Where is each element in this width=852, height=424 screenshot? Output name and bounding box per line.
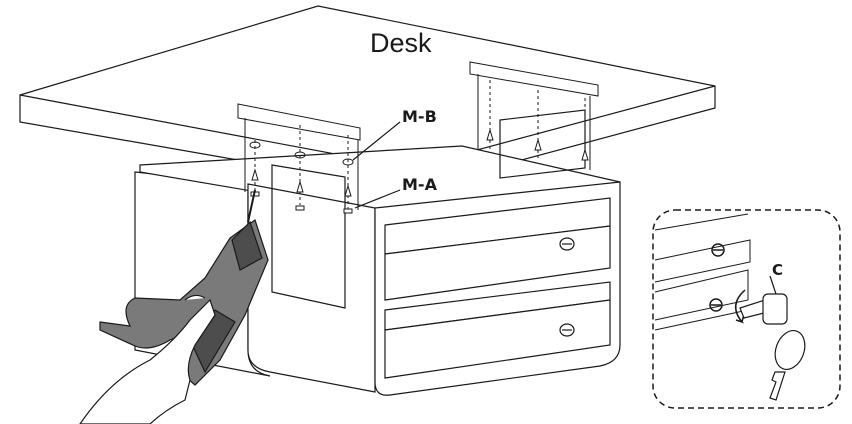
drawer-top — [384, 197, 611, 301]
power-drill-icon — [99, 189, 269, 386]
detail-callout — [652, 209, 841, 409]
key-label-c: C — [772, 261, 784, 279]
hand-icon — [79, 294, 216, 424]
key-icon — [739, 293, 806, 401]
screw-label-m-b: M-B — [402, 107, 437, 126]
screw-label-m-a: M-A — [402, 175, 437, 194]
mount-bracket-left — [237, 103, 361, 214]
lock-icon — [709, 298, 723, 312]
mount-bracket-right — [469, 61, 599, 170]
desk-label: Desk — [370, 28, 432, 58]
drawer-bottom — [384, 281, 611, 379]
lock-icon — [711, 243, 725, 257]
